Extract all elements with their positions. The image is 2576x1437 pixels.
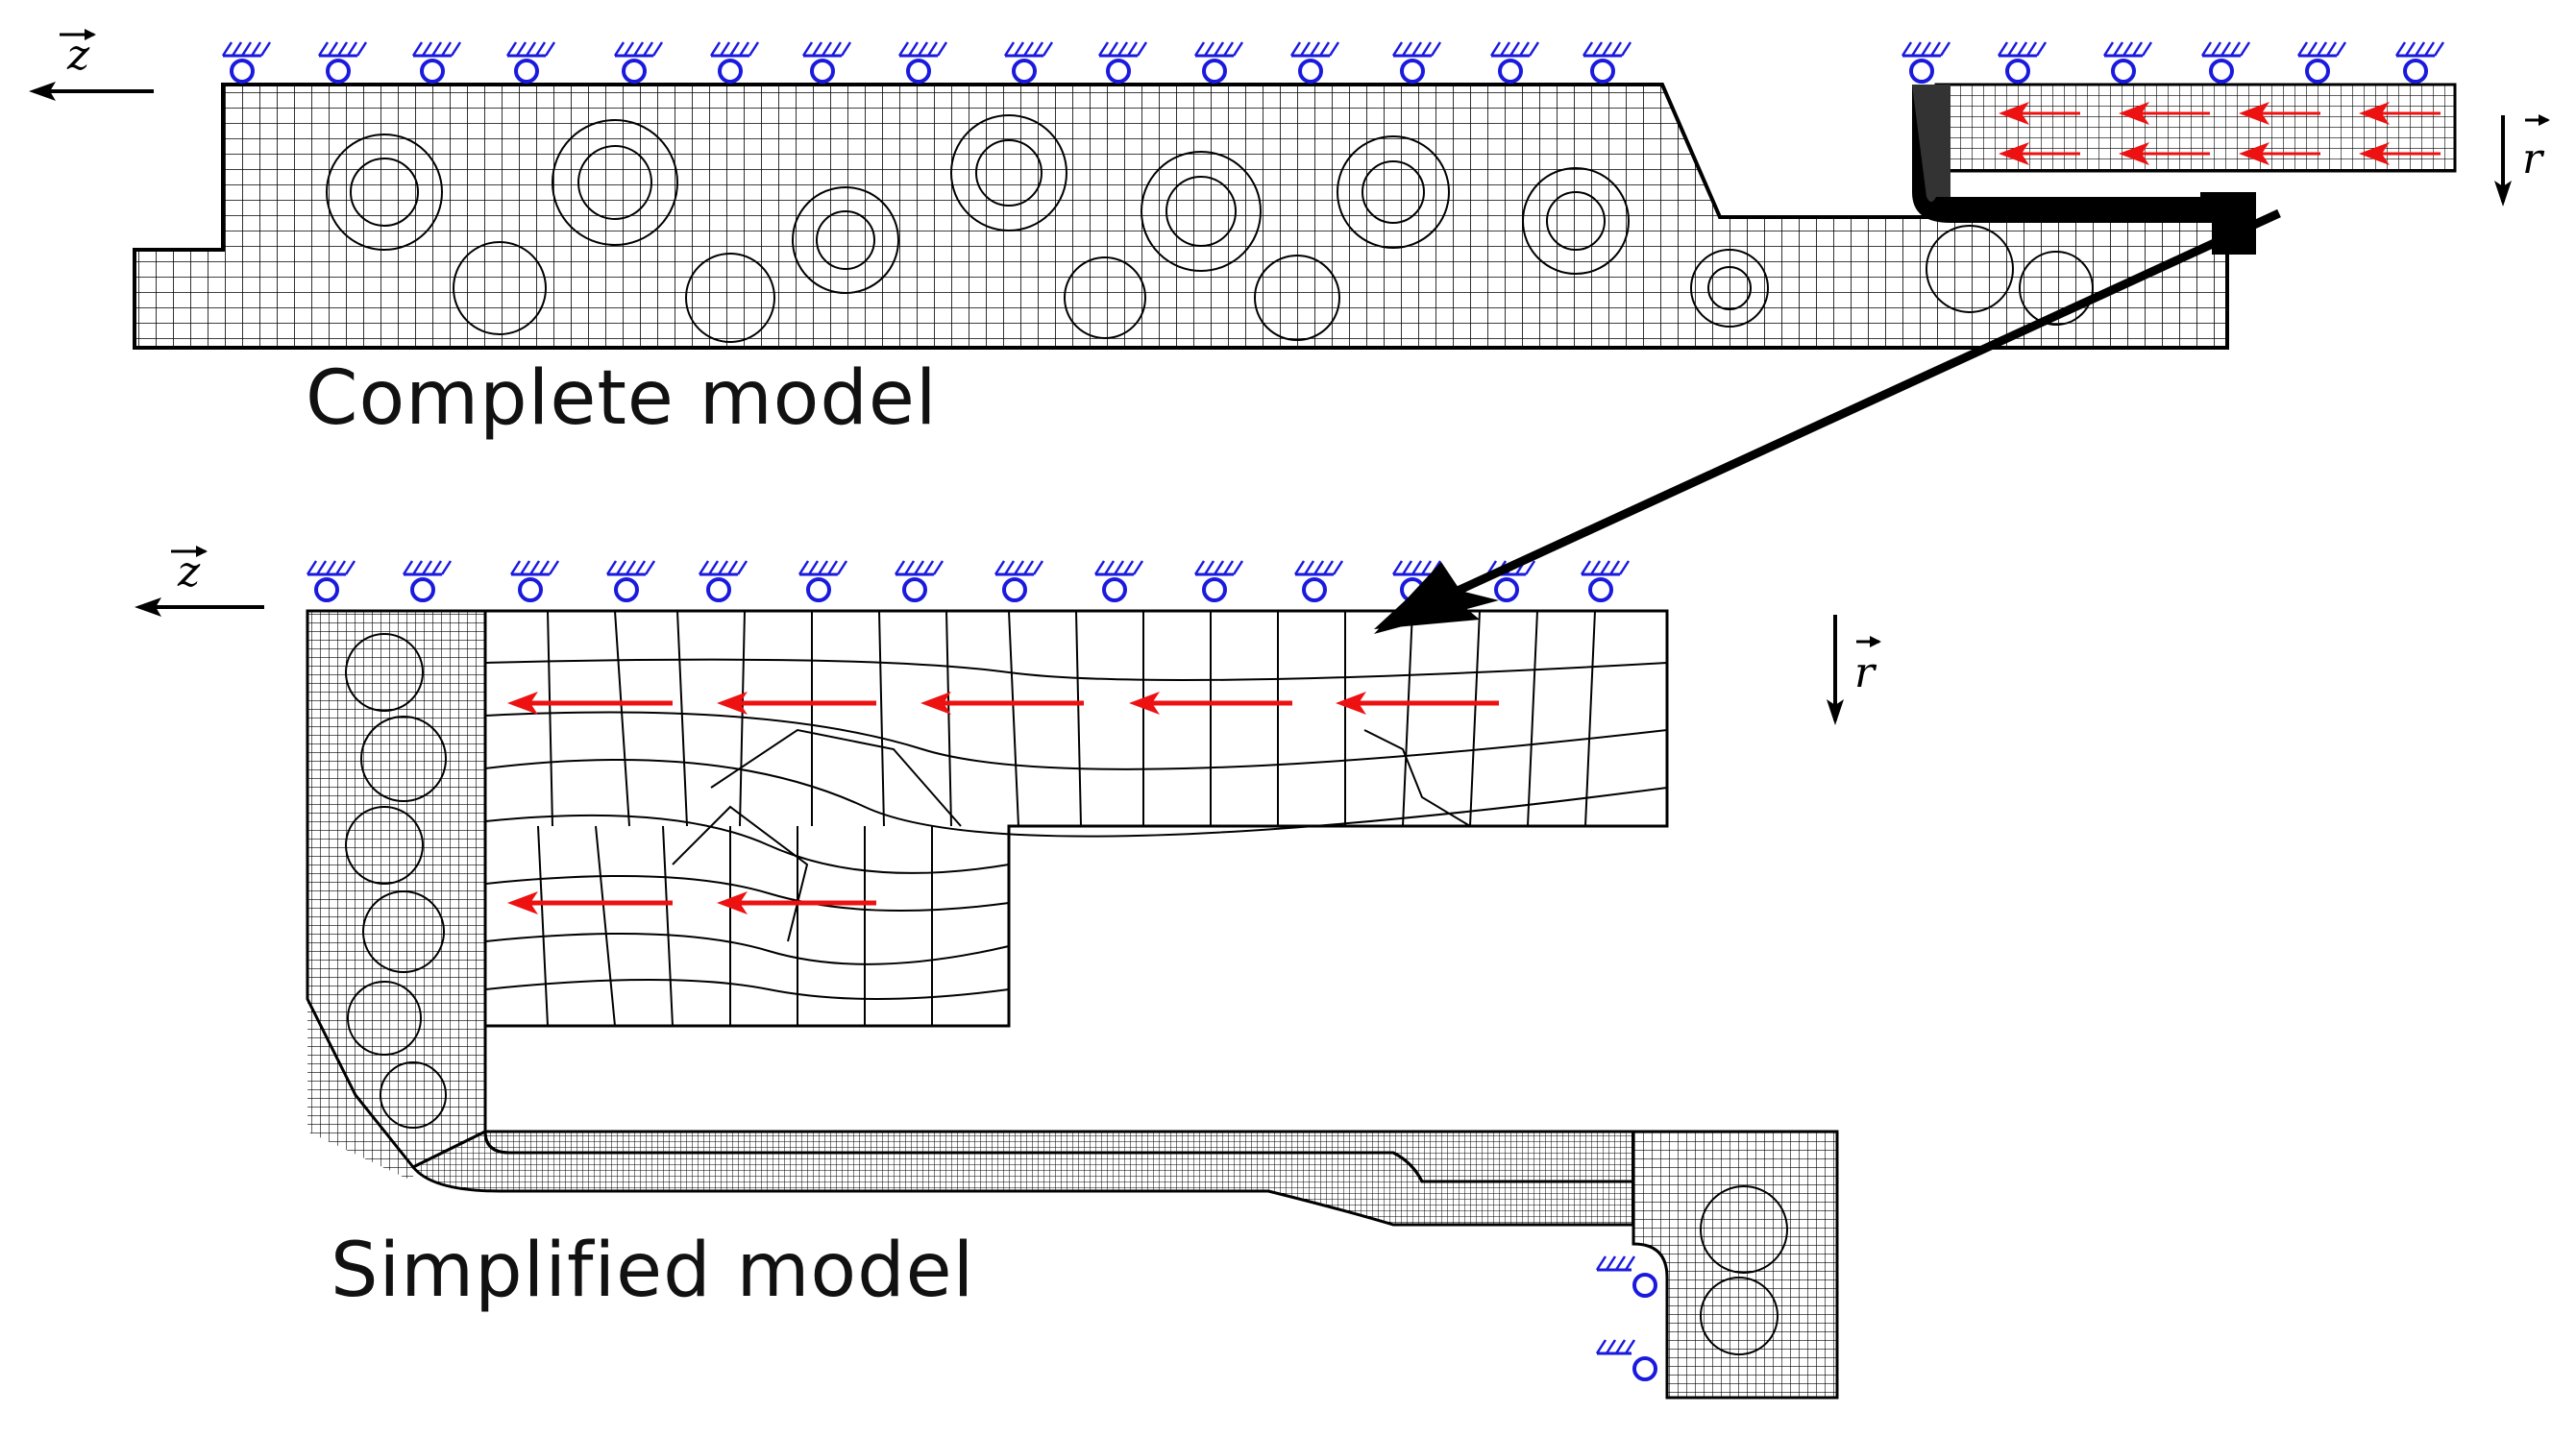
force-arrow-icon bbox=[1129, 692, 1292, 715]
roller-supports-simplified bbox=[306, 560, 1631, 602]
force-arrow-icon bbox=[2359, 142, 2441, 165]
force-arrow-icon bbox=[2359, 102, 2441, 125]
roller-support-icon bbox=[317, 41, 368, 84]
roller-support-icon bbox=[505, 41, 556, 84]
roller-support-icon bbox=[1580, 560, 1631, 602]
roller-support-icon bbox=[1595, 1255, 1657, 1298]
roller-support-icon bbox=[411, 41, 462, 84]
roller-support-icon bbox=[605, 560, 656, 602]
roller-support-icon bbox=[698, 560, 748, 602]
force-arrow-icon bbox=[507, 891, 673, 914]
roller-supports-complete-insert bbox=[1901, 41, 2445, 84]
force-arrow-icon bbox=[717, 891, 876, 914]
roller-support-icon bbox=[2394, 41, 2445, 84]
axis-r-simplified: r bbox=[1827, 615, 1881, 725]
callout-arrow-icon bbox=[1374, 208, 2281, 634]
roller-support-icon bbox=[1595, 1339, 1657, 1381]
roller-support-icon bbox=[221, 41, 272, 84]
complete-model-mesh bbox=[133, 83, 2229, 350]
force-arrow-icon bbox=[2119, 142, 2210, 165]
complete-model-insert bbox=[1912, 83, 2457, 255]
roller-support-icon bbox=[1193, 560, 1244, 602]
axis-z-simplified: z bbox=[135, 546, 264, 617]
force-arrow-icon bbox=[2239, 142, 2320, 165]
roller-support-icon bbox=[1289, 41, 1340, 84]
axis-r-complete: r bbox=[2494, 114, 2550, 207]
simplified-model-title: Simplified model bbox=[331, 1228, 975, 1314]
roller-support-icon bbox=[897, 41, 948, 84]
roller-support-icon bbox=[801, 41, 852, 84]
roller-support-icon bbox=[1003, 41, 1054, 84]
roller-support-icon bbox=[1193, 41, 1244, 84]
roller-support-icon bbox=[1097, 41, 1148, 84]
roller-supports-simplified-side bbox=[1595, 1255, 1657, 1381]
force-arrow-icon bbox=[507, 692, 673, 715]
force-arrow-icon bbox=[1336, 692, 1499, 715]
roller-support-icon bbox=[709, 41, 760, 84]
roller-support-icon bbox=[1293, 560, 1344, 602]
roller-supports-complete bbox=[221, 41, 1632, 84]
roller-support-icon bbox=[894, 560, 945, 602]
roller-support-icon bbox=[797, 560, 848, 602]
axis-r-label-simplified: r bbox=[1854, 648, 1877, 697]
force-arrows bbox=[507, 102, 2441, 914]
roller-support-icon bbox=[509, 560, 560, 602]
roller-support-icon bbox=[306, 560, 356, 602]
complete-model-title: Complete model bbox=[306, 355, 938, 442]
axis-r-label: r bbox=[2522, 134, 2545, 183]
roller-support-icon bbox=[402, 560, 453, 602]
force-arrow-icon bbox=[1999, 102, 2080, 125]
axis-z-complete: z bbox=[29, 29, 154, 101]
roller-support-icon bbox=[1997, 41, 2048, 84]
force-arrow-icon bbox=[920, 692, 1084, 715]
roller-support-icon bbox=[1093, 560, 1144, 602]
force-arrow-icon bbox=[717, 692, 876, 715]
roller-support-icon bbox=[2296, 41, 2347, 84]
force-arrow-icon bbox=[2119, 102, 2210, 125]
force-arrow-icon bbox=[1999, 142, 2080, 165]
roller-support-icon bbox=[2200, 41, 2251, 84]
roller-support-icon bbox=[2102, 41, 2153, 84]
roller-support-icon bbox=[1391, 41, 1442, 84]
simplified-model-mesh bbox=[306, 609, 1839, 1400]
roller-support-icon bbox=[1489, 41, 1540, 84]
roller-support-icon bbox=[1901, 41, 1951, 84]
roller-support-icon bbox=[613, 41, 664, 84]
roller-support-icon bbox=[994, 560, 1044, 602]
force-arrow-icon bbox=[2239, 102, 2320, 125]
roller-support-icon bbox=[1582, 41, 1632, 84]
